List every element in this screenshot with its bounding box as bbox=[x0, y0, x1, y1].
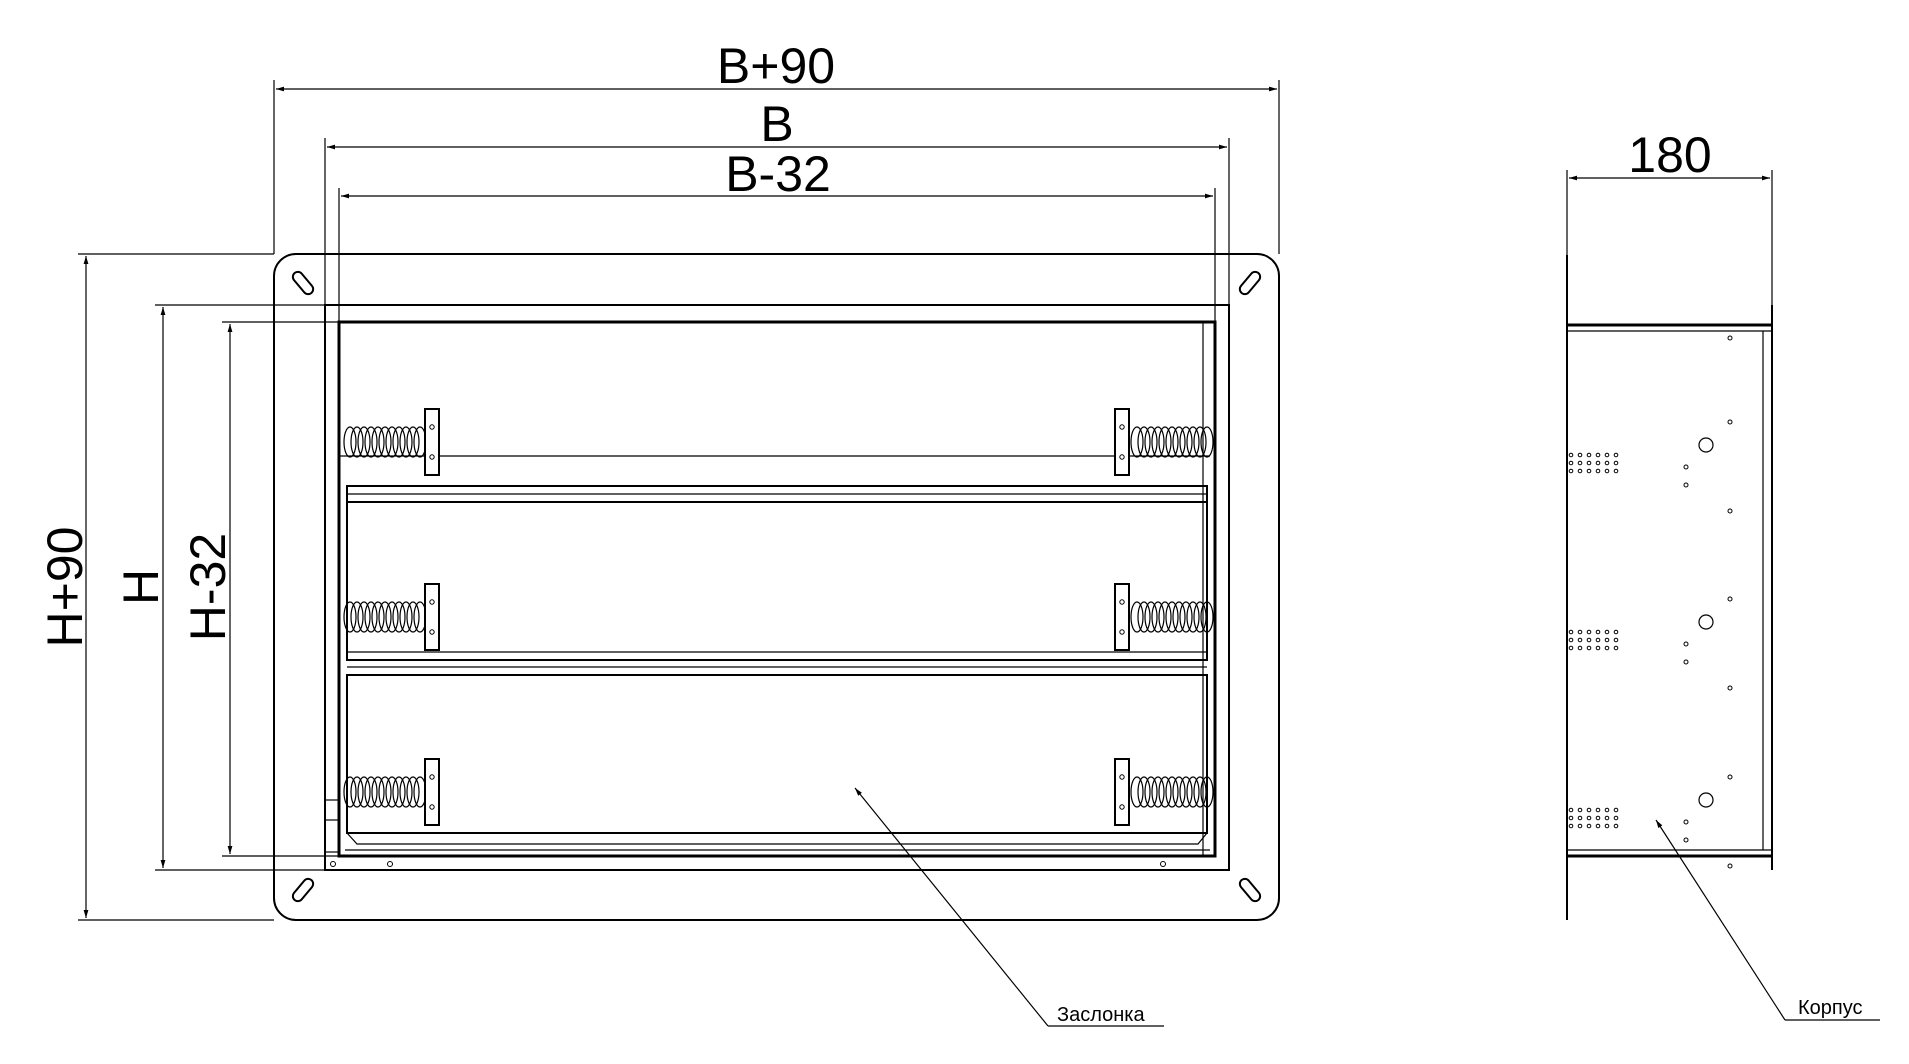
side-body bbox=[1566, 324, 1773, 857]
dim-line-width-inner: B-32 bbox=[338, 146, 1216, 322]
dim-line-height: H bbox=[113, 304, 325, 871]
dim-depth-label: 180 bbox=[1628, 127, 1711, 183]
spring-assemblies bbox=[343, 408, 1214, 826]
leader-body: Корпус bbox=[1655, 819, 1880, 1021]
spring-left-3 bbox=[343, 758, 440, 826]
spring-left-1 bbox=[343, 408, 440, 476]
side-view: 180 Корпус bbox=[1566, 127, 1880, 1021]
spring-right-3 bbox=[1114, 758, 1214, 826]
dim-width-inner-label: B-32 bbox=[725, 146, 831, 202]
dim-line-height-inner: H-32 bbox=[180, 321, 339, 857]
damper-blade-2 bbox=[346, 501, 1208, 668]
inner-frame bbox=[337, 320, 1217, 858]
dim-width-label: B bbox=[760, 96, 793, 152]
body-opening bbox=[324, 304, 1230, 871]
spring-right-2 bbox=[1114, 583, 1214, 651]
flange-slot-bottom-left bbox=[291, 877, 315, 903]
flange-slot-top-right bbox=[1238, 270, 1262, 296]
dim-height-label: H bbox=[113, 569, 169, 605]
flange-slot-bottom-right bbox=[1238, 877, 1262, 903]
leader-damper: Заслонка bbox=[854, 787, 1164, 1027]
side-hole-group-2 bbox=[1568, 596, 1733, 691]
front-view: B+90 B B-32 H+90 H bbox=[37, 38, 1280, 1027]
side-hole-pattern bbox=[1568, 335, 1733, 869]
dim-width-outer-label: B+90 bbox=[717, 38, 835, 94]
dim-height-outer-label: H+90 bbox=[37, 527, 93, 648]
leader-body-label: Корпус bbox=[1798, 997, 1863, 1019]
side-hole-group-3 bbox=[1568, 774, 1733, 869]
side-hole-group-1 bbox=[1568, 419, 1733, 514]
dim-height-inner-label: H-32 bbox=[180, 533, 236, 641]
flange-outline bbox=[273, 253, 1280, 921]
dim-line-height-outer: H+90 bbox=[37, 253, 274, 921]
dim-line-depth: 180 bbox=[1566, 127, 1773, 305]
dim-line-width-outer: B+90 bbox=[273, 38, 1280, 254]
dim-line-width: B bbox=[324, 96, 1230, 305]
leader-damper-label: Заслонка bbox=[1057, 1004, 1145, 1026]
spring-right-1 bbox=[1114, 408, 1214, 476]
flange-slot-top-left bbox=[291, 270, 315, 296]
spring-left-2 bbox=[343, 583, 440, 651]
damper-blade-1 bbox=[339, 455, 1210, 503]
damper-blade-3 bbox=[346, 674, 1208, 845]
